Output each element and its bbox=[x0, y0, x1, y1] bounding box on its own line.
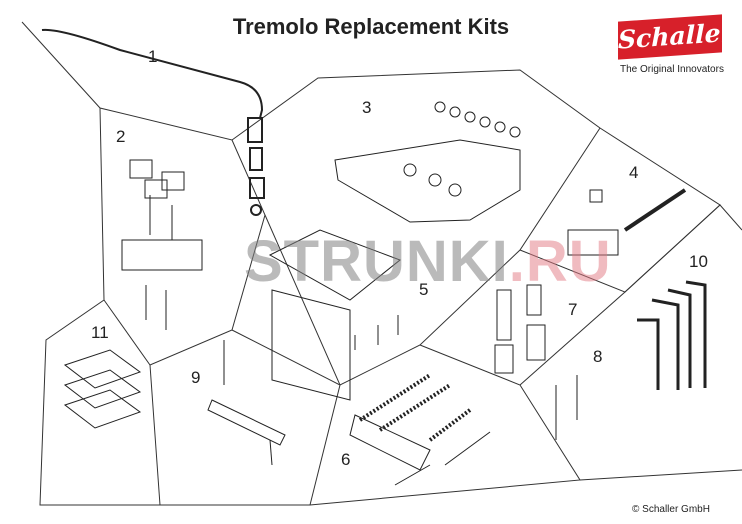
springs-illustration bbox=[349, 373, 491, 486]
page-title: Tremolo Replacement Kits bbox=[232, 14, 510, 39]
sustain-block-illustration bbox=[268, 229, 401, 401]
kit-number-2: 2 bbox=[116, 127, 126, 146]
hardware-illustration-2 bbox=[121, 159, 203, 330]
kit-number-10: 10 bbox=[689, 252, 708, 271]
kit-number-4: 4 bbox=[629, 163, 639, 182]
studs-illustration bbox=[494, 284, 578, 440]
kit-number-5: 5 bbox=[419, 280, 429, 299]
hex-keys-illustration bbox=[637, 280, 707, 390]
watermark-suffix: .RU bbox=[508, 229, 612, 294]
watermark-main: STRUNKI bbox=[244, 229, 509, 294]
region-borders bbox=[21, 21, 742, 506]
logo-tagline: The Original Innovators bbox=[620, 64, 724, 75]
copyright: © Schaller GmbH bbox=[632, 504, 710, 515]
claw-bar-illustration bbox=[207, 340, 286, 466]
kit-number-11: 11 bbox=[91, 323, 109, 342]
kit-number-9: 9 bbox=[191, 368, 201, 387]
watermark: STRUNKI.RU bbox=[244, 228, 612, 295]
tremolo-arm-illustration bbox=[41, 28, 265, 216]
base-plate-illustration bbox=[334, 101, 521, 223]
kit-number-3: 3 bbox=[362, 98, 372, 117]
kit-number-7: 7 bbox=[568, 300, 578, 319]
kit-number-6: 6 bbox=[341, 450, 351, 469]
kit-number-1: 1 bbox=[148, 47, 158, 66]
kit-number-8: 8 bbox=[593, 347, 603, 366]
fine-tuner-illustration bbox=[567, 188, 687, 256]
schaller-logo: Schaller bbox=[618, 14, 734, 60]
shims-illustration bbox=[63, 349, 142, 429]
